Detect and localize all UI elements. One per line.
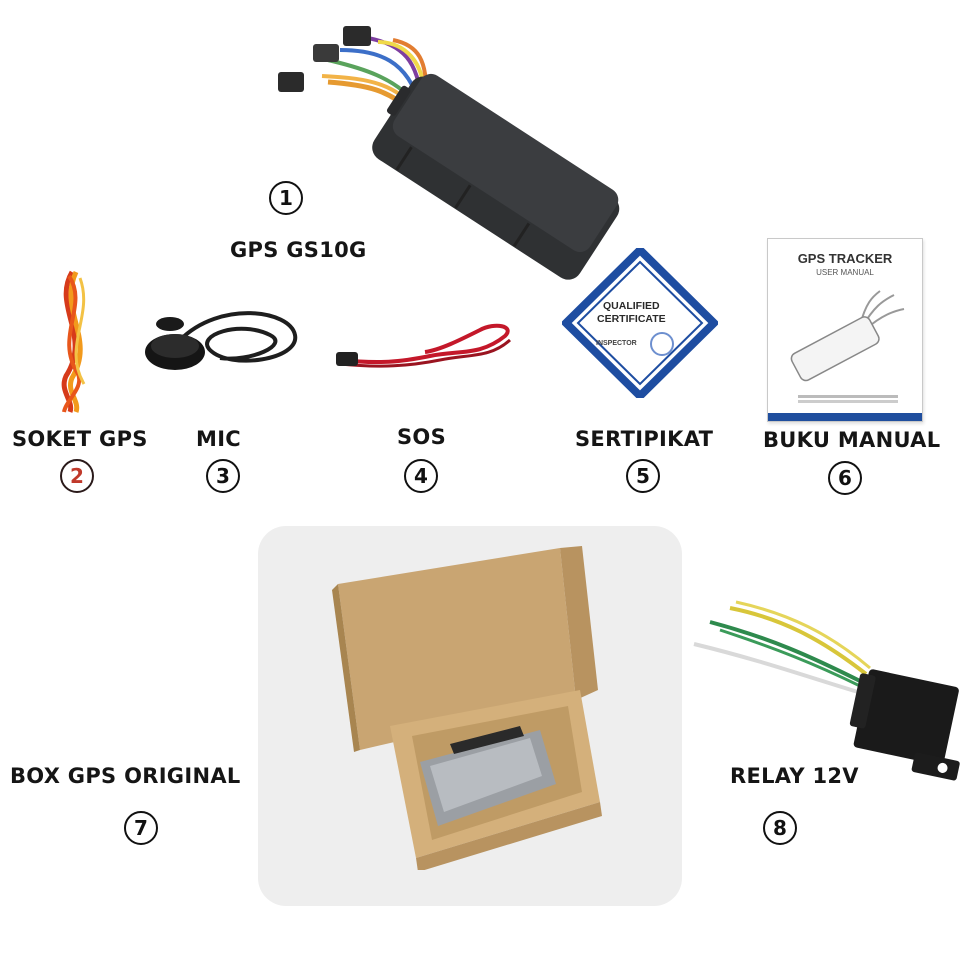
item-label-mic: MIC	[196, 427, 242, 451]
item-label-soket-gps: SOKET GPS	[12, 427, 148, 451]
item-label-relay: RELAY 12V	[730, 764, 859, 788]
relay-image	[693, 600, 960, 781]
manual-note-lines	[798, 395, 898, 398]
manual-subtitle: USER MANUAL	[816, 268, 874, 277]
item-number-3: 3	[206, 459, 240, 493]
microphone-image	[145, 311, 298, 370]
wire-harness-image	[61, 270, 86, 413]
item-number-6: 6	[828, 461, 862, 495]
item-number-7: 7	[124, 811, 158, 845]
gps-tracker-device-image	[278, 26, 620, 280]
item-number-2: 2	[60, 459, 94, 493]
item-label-box: BOX GPS ORIGINAL	[10, 764, 241, 788]
item-label-gps: GPS GS10G	[230, 238, 367, 262]
manual-footer-bar	[768, 413, 922, 421]
certificate-line-2: CERTIFICATE	[597, 313, 666, 325]
item-number-8: 8	[763, 811, 797, 845]
manual-device-drawing	[790, 290, 905, 382]
user-manual-booklet-image: GPS TRACKER USER MANUAL	[767, 238, 923, 422]
item-label-sos: SOS	[397, 425, 447, 449]
item-label-buku-manual: BUKU MANUAL	[763, 428, 941, 452]
certificate-line-1: QUALIFIED	[603, 300, 660, 312]
item-label-sertipikat: SERTIPIKAT	[575, 427, 714, 451]
item-number-1: 1	[269, 181, 303, 215]
item-number-4: 4	[404, 459, 438, 493]
item-number-5: 5	[626, 459, 660, 493]
sos-button-image	[336, 323, 512, 368]
cardboard-box-image	[332, 546, 602, 870]
certificate-sticker-image	[562, 248, 718, 398]
certificate-line-3: INSPECTOR	[596, 340, 637, 347]
manual-title: GPS TRACKER	[797, 251, 893, 266]
